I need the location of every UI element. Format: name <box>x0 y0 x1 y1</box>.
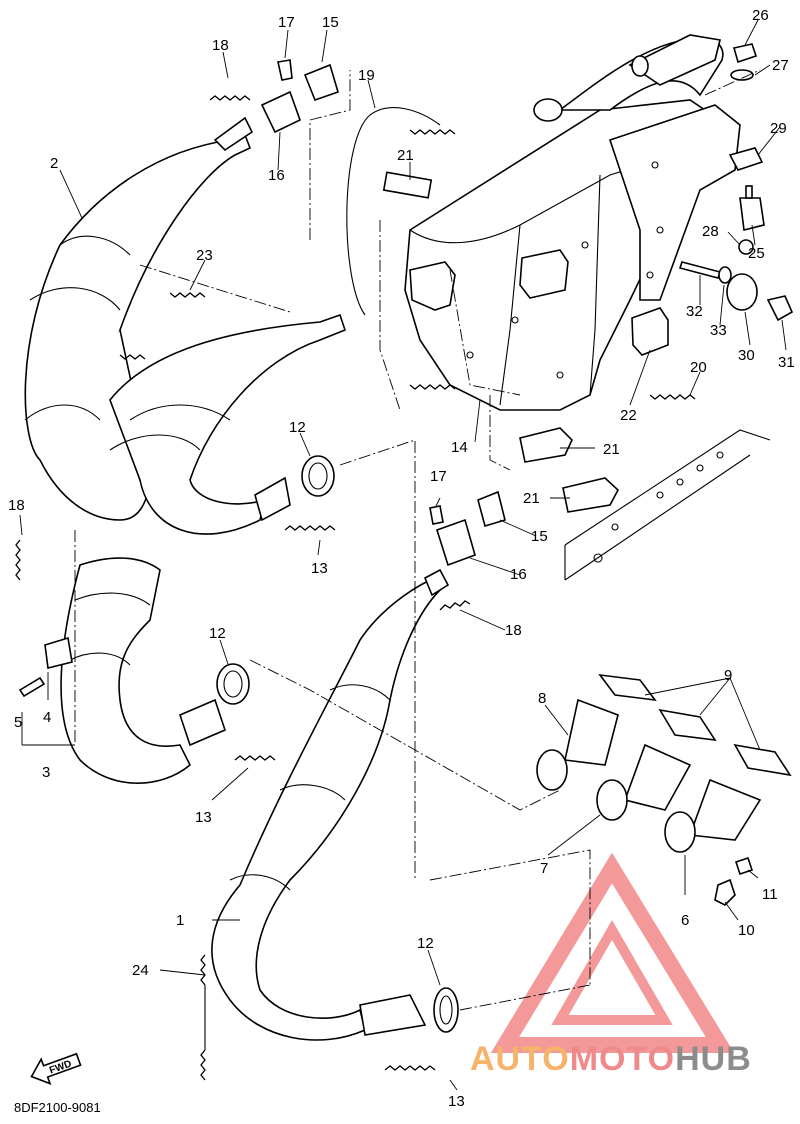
callout-7: 7 <box>540 860 548 877</box>
callout-18-left: 18 <box>8 497 25 514</box>
callout-18-mid: 18 <box>505 622 522 639</box>
callout-11: 11 <box>762 886 778 903</box>
bolt-10 <box>714 878 736 906</box>
callout-17-mid: 17 <box>430 468 447 485</box>
frame-rail <box>564 429 771 581</box>
callout-10: 10 <box>738 922 755 939</box>
damper-4 <box>44 636 73 669</box>
callout-22: 22 <box>620 407 637 424</box>
callout-31: 31 <box>778 354 795 371</box>
callout-20: 20 <box>690 359 707 376</box>
callout-17-top: 17 <box>278 14 295 31</box>
bolt-5 <box>18 676 46 698</box>
callout-29: 29 <box>770 120 787 137</box>
clamp-16-mid <box>436 518 476 567</box>
callout-8: 8 <box>538 690 546 707</box>
joint-15-top <box>303 63 339 102</box>
callout-12-mid: 12 <box>209 625 226 642</box>
callout-21-lower: 21 <box>603 441 620 458</box>
callout-1: 1 <box>176 912 184 929</box>
gasket-12-mid <box>216 663 250 705</box>
callout-24: 24 <box>132 962 149 979</box>
callout-19: 19 <box>358 67 375 84</box>
callout-26: 26 <box>752 7 769 24</box>
tube-19 <box>346 107 441 316</box>
callout-23: 23 <box>196 247 213 264</box>
callout-12-top: 12 <box>289 419 306 436</box>
callout-3: 3 <box>42 764 50 781</box>
gasket-12-bottom <box>433 987 459 1033</box>
callout-16-mid: 16 <box>510 566 527 583</box>
brand-watermark-text: AUTOMOTOHUB <box>470 1040 752 1079</box>
callout-2: 2 <box>50 155 58 172</box>
callout-25: 25 <box>748 245 765 262</box>
callout-32: 32 <box>686 303 703 320</box>
bracket-21-right <box>562 477 619 513</box>
bracket-22 <box>631 307 669 356</box>
callout-12-bottom: 12 <box>417 935 434 952</box>
callout-21-top: 21 <box>397 147 414 164</box>
gasket-9c <box>733 743 792 777</box>
joint-15-mid <box>477 490 506 528</box>
exhaust-pipe-3 <box>60 557 226 784</box>
callout-21-right: 21 <box>523 490 540 507</box>
callout-27: 27 <box>772 57 789 74</box>
bolt-17-top <box>277 59 293 81</box>
manifold-6 <box>664 778 762 853</box>
clamp-16-top <box>260 90 301 134</box>
springs <box>15 95 696 1081</box>
callout-13-bottom: 13 <box>448 1093 465 1110</box>
callout-5: 5 <box>14 714 22 731</box>
fwd-label: FWD <box>48 1059 73 1077</box>
callout-13-mid: 13 <box>195 809 212 826</box>
gasket-9b <box>658 708 717 742</box>
fwd-arrow: FWD <box>30 1052 82 1086</box>
manifold-7 <box>596 743 692 821</box>
drawing-code: 8DF2100-9081 <box>14 1100 101 1115</box>
assembly-lines <box>74 69 761 1011</box>
exhaust-pipe-2b <box>109 313 346 535</box>
callout-4: 4 <box>43 709 51 726</box>
watermark-logo <box>490 852 735 1053</box>
exhaust-pipe-1 <box>211 568 450 1041</box>
gasket-12-top <box>301 455 335 497</box>
brand-part-3: HUB <box>675 1040 752 1078</box>
callout-18-top: 18 <box>212 37 229 54</box>
mount-hardware <box>678 43 794 322</box>
callout-numbers: 1 2 3 4 5 6 7 8 9 10 11 12 12 12 13 13 1… <box>8 7 795 1110</box>
callout-6: 6 <box>681 912 689 929</box>
callout-15-top: 15 <box>322 14 339 31</box>
callout-15-mid: 15 <box>531 528 548 545</box>
bolt-17-mid <box>429 505 444 525</box>
callout-14: 14 <box>451 439 468 456</box>
callout-13-top: 13 <box>311 560 328 577</box>
callout-9: 9 <box>724 667 732 684</box>
callout-28: 28 <box>702 223 719 240</box>
gasket-9a <box>598 673 657 702</box>
leader-lines <box>19 19 787 1091</box>
callout-16-top: 16 <box>268 167 285 184</box>
manifold-8 <box>536 698 619 791</box>
brand-part-1: AUTO <box>470 1040 570 1078</box>
brand-part-2: MOTO <box>569 1040 676 1078</box>
rear-silencer-box <box>382 34 741 411</box>
bracket-21-lower <box>519 427 573 463</box>
callout-33: 33 <box>710 322 727 339</box>
exhaust-pipe-2 <box>24 116 254 521</box>
callout-30: 30 <box>738 347 755 364</box>
